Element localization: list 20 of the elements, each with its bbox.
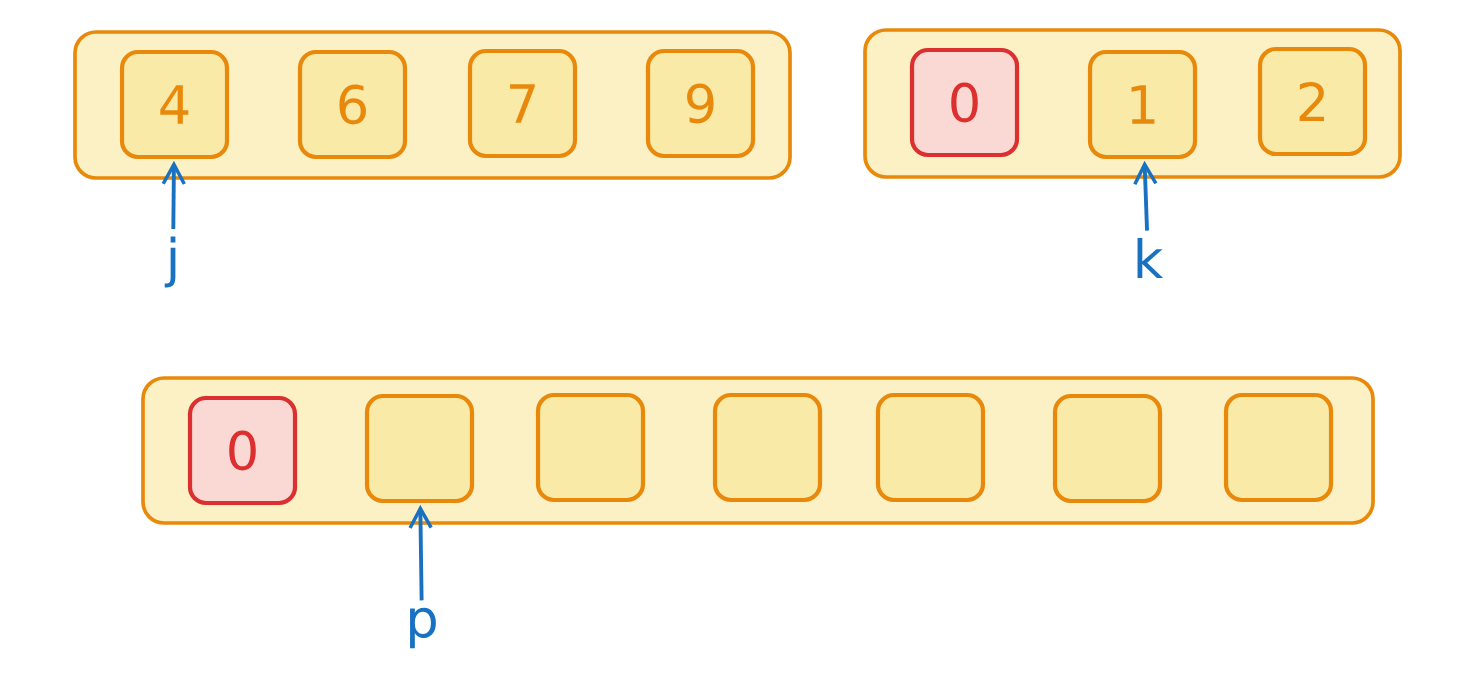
array-cell bbox=[875, 392, 986, 503]
pointer-label: p bbox=[410, 607, 436, 649]
array-cell: 1 bbox=[1087, 49, 1198, 160]
pointer-arrow bbox=[1133, 160, 1158, 231]
array-cell: 4 bbox=[119, 49, 230, 160]
pointer-label: k bbox=[1137, 238, 1164, 278]
array-cell bbox=[364, 393, 475, 504]
array-cell bbox=[712, 392, 823, 503]
array-cell bbox=[1052, 393, 1163, 504]
array-cell: 9 bbox=[645, 48, 756, 159]
array-cell: 7 bbox=[467, 48, 578, 159]
pointer-arrow bbox=[161, 160, 186, 230]
array-cell: 0 bbox=[909, 47, 1020, 158]
pointer-label: j bbox=[164, 236, 176, 288]
array-cell: 0 bbox=[187, 395, 298, 506]
array-cell bbox=[1223, 392, 1334, 503]
array-cell bbox=[535, 392, 646, 503]
array-cell: 6 bbox=[297, 49, 408, 160]
array-cell: 2 bbox=[1257, 46, 1368, 157]
pointer-arrow bbox=[408, 504, 433, 601]
